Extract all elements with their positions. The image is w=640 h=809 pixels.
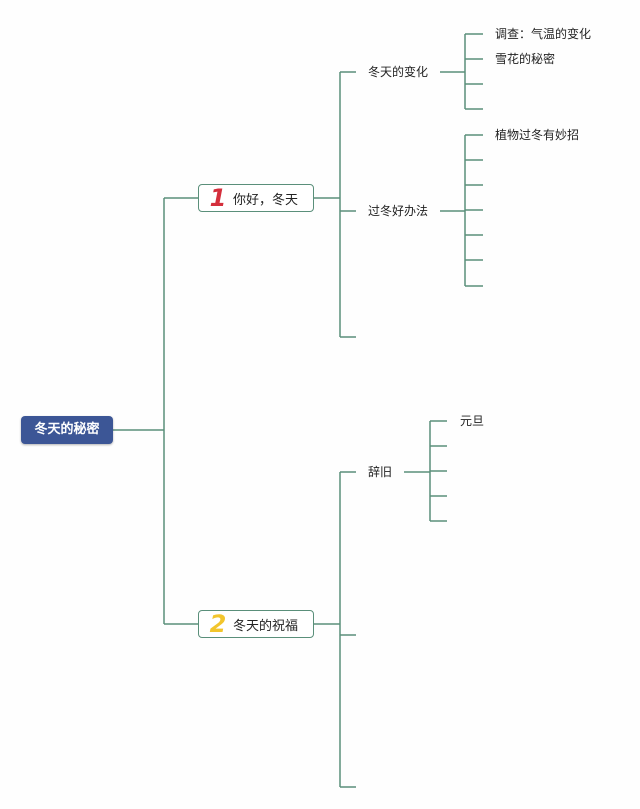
branch-label-1: 你好，冬天 [233,192,299,208]
topic-node[interactable]: 辞旧 [366,464,395,480]
root-node[interactable]: 冬天的秘密 [21,416,113,444]
branch-number-2: 2 [209,610,227,638]
leaf-node[interactable]: 雪花的秘密 [493,51,558,67]
leaf-node[interactable]: 调查：气温的变化 [493,26,594,42]
topic-node[interactable]: 过冬好办法 [366,203,431,219]
topic-node[interactable]: 冬天的变化 [366,64,431,80]
branch-node-1[interactable]: 1 你好，冬天 [198,184,314,212]
branch-node-2[interactable]: 2 冬天的祝福 [198,610,314,638]
leaf-node[interactable]: 植物过冬有妙招 [493,127,582,143]
branch-number-1: 1 [209,184,227,212]
branch-label-2: 冬天的祝福 [233,618,299,634]
leaf-node[interactable]: 元旦 [458,413,487,429]
